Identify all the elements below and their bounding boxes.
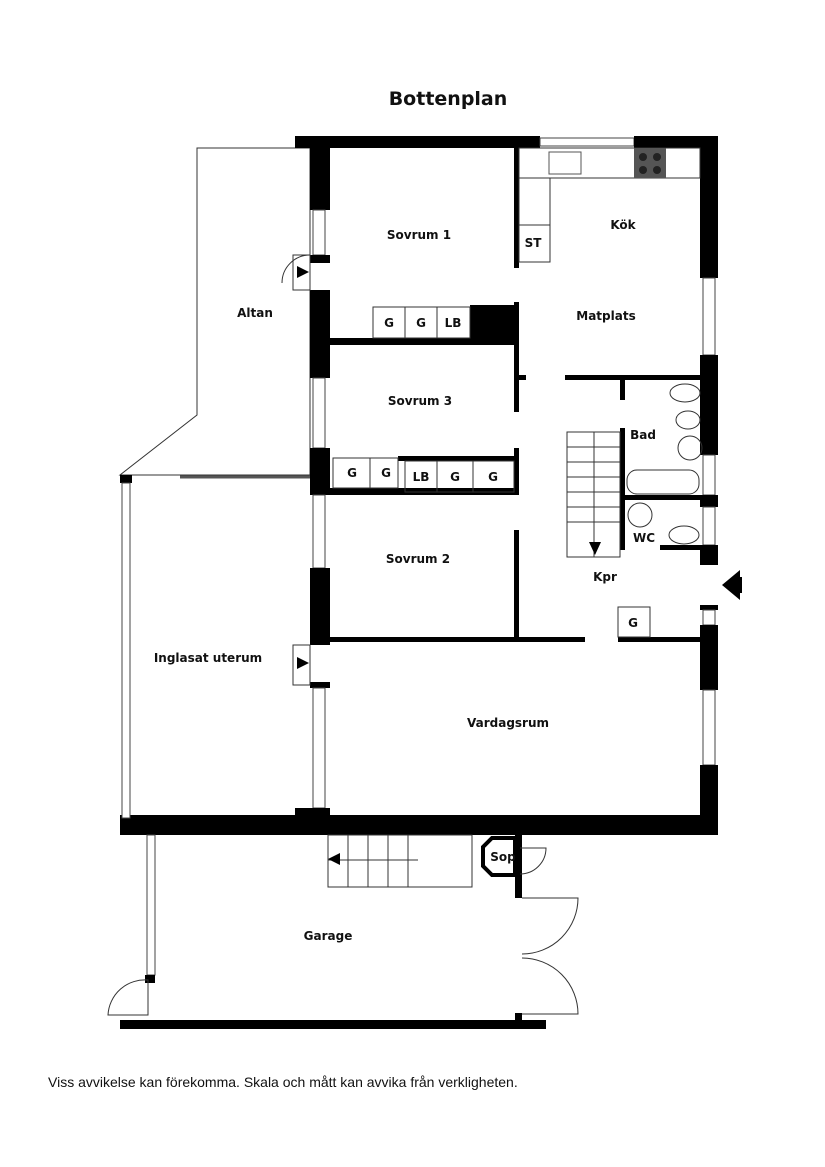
altan-outline: [118, 147, 311, 476]
disclaimer-note: Viss avvikelse kan förekomma. Skala och …: [48, 1074, 518, 1090]
storage-g: G: [347, 466, 357, 480]
storage-g: G: [488, 470, 498, 484]
room-vardagsrum: Vardagsrum: [467, 716, 549, 730]
storage-g: G: [381, 466, 391, 480]
sop-enclosure: [481, 836, 517, 877]
room-wc: WC: [633, 531, 655, 545]
room-kpr: Kpr: [593, 570, 617, 584]
entrance-arrow-icon: [722, 570, 740, 600]
storage-g: G: [416, 316, 426, 330]
storage-lb: LB: [445, 316, 462, 330]
room-matplats: Matplats: [576, 309, 635, 323]
room-bad: Bad: [630, 428, 656, 442]
room-sovrum-3: Sovrum 3: [388, 394, 452, 408]
room-kok: Kök: [610, 218, 636, 232]
plan-title: Bottenplan: [389, 88, 508, 110]
room-sovrum-1: Sovrum 1: [387, 228, 451, 242]
room-sovrum-2: Sovrum 2: [386, 552, 450, 566]
stairs-icon: [566, 431, 621, 558]
storage-g: G: [450, 470, 460, 484]
storage-g: G: [384, 316, 394, 330]
doors: [107, 254, 579, 1016]
wardrobes: [332, 306, 651, 638]
stove-icon: [634, 148, 666, 178]
room-inglasat-uterum: Inglasat uterum: [154, 651, 262, 665]
storage-g: G: [628, 616, 638, 630]
st-label: ST: [525, 236, 543, 250]
kitchen-counter: [518, 147, 701, 263]
storage-lb: LB: [413, 470, 430, 484]
room-altan: Altan: [237, 306, 273, 320]
garage-stairs-icon: [327, 834, 473, 888]
bathroom-fixtures: [626, 383, 703, 545]
walls: [120, 136, 718, 1029]
room-garage: Garage: [304, 929, 353, 943]
room-sop: Sop: [490, 850, 516, 864]
